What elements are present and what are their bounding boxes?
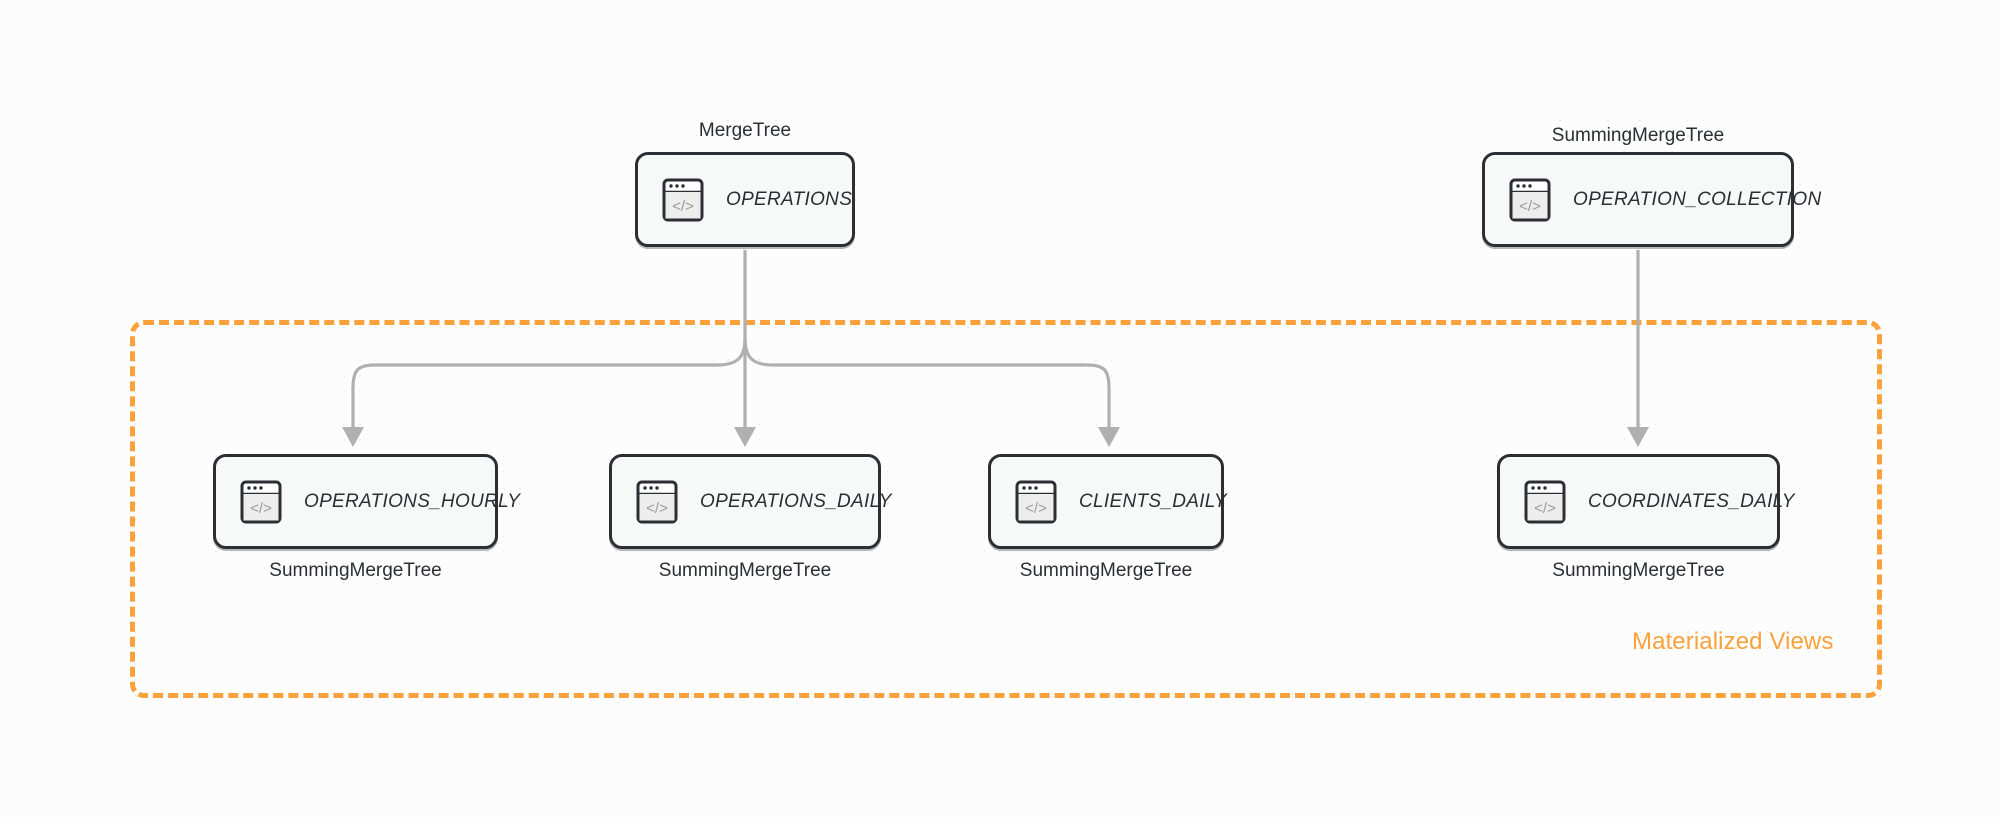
node-coordinates-daily[interactable]: </> COORDINATES_DAILY <box>1497 454 1794 549</box>
node-label-clients-daily: CLIENTS_DAILY <box>1079 490 1227 512</box>
engine-caption-coordinates-daily: SummingMergeTree <box>1552 560 1725 581</box>
svg-text:</>: </> <box>672 198 694 215</box>
svg-text:</>: </> <box>1519 198 1541 215</box>
code-window-icon: </> <box>1509 178 1551 221</box>
code-window-icon: </> <box>1524 480 1566 523</box>
node-operation-collection[interactable]: </> OPERATION_COLLECTION <box>1482 152 1821 247</box>
node-label-operations-hourly: OPERATIONS_HOURLY <box>304 490 521 512</box>
svg-text:</>: </> <box>1025 500 1047 517</box>
node-operations-hourly[interactable]: </> OPERATIONS_HOURLY <box>213 454 520 549</box>
engine-caption-clients-daily: SummingMergeTree <box>1019 560 1193 581</box>
node-operations-daily[interactable]: </> OPERATIONS_DAILY <box>609 454 891 549</box>
materialized-views-caption: Materialized Views <box>1632 628 1834 655</box>
svg-text:</>: </> <box>1534 500 1556 517</box>
code-window-icon: </> <box>1015 480 1057 523</box>
node-label-coordinates-daily: COORDINATES_DAILY <box>1588 490 1795 512</box>
node-operations[interactable]: </> OPERATIONS <box>635 152 855 247</box>
engine-caption-operations-hourly: SummingMergeTree <box>269 560 442 581</box>
engine-caption-operations-daily: SummingMergeTree <box>658 560 832 581</box>
svg-text:</>: </> <box>250 500 272 517</box>
materialized-views-group <box>130 320 1882 698</box>
node-label-operation-collection: OPERATION_COLLECTION <box>1573 188 1822 210</box>
engine-caption-operations: MergeTree <box>698 120 792 141</box>
code-window-icon: </> <box>636 480 678 523</box>
node-label-operations-daily: OPERATIONS_DAILY <box>700 490 892 512</box>
svg-text:</>: </> <box>646 500 668 517</box>
code-window-icon: </> <box>662 178 704 221</box>
code-window-icon: </> <box>240 480 282 523</box>
engine-caption-operation-collection: SummingMergeTree <box>1551 125 1725 146</box>
node-label-operations: OPERATIONS <box>726 188 853 210</box>
node-clients-daily[interactable]: </> CLIENTS_DAILY <box>988 454 1227 549</box>
